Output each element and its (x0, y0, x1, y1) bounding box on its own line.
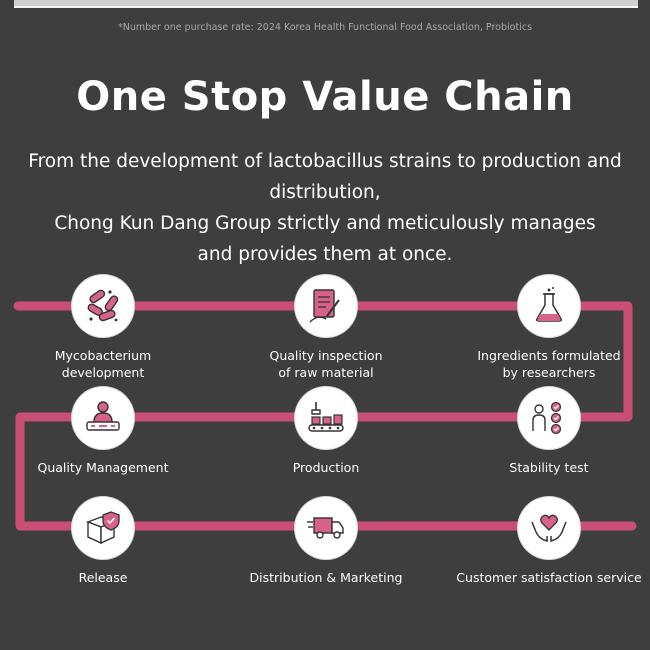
step-label-line-1: Stability test (509, 460, 589, 475)
step-label-line-2: of raw material (278, 365, 374, 380)
flask-icon (536, 287, 562, 322)
top-panel-edge (14, 0, 638, 8)
box-shield-icon (86, 511, 120, 545)
step-label-line-1: Quality Management (37, 460, 169, 475)
step-quality-inspection: Quality inspection of raw material (226, 275, 426, 381)
step-stability-test: Stability test (449, 387, 649, 476)
step-label-line-1: Mycobacterium (54, 348, 152, 363)
step-label-line-2: by researchers (502, 365, 596, 380)
step-label-line-2: development (61, 365, 145, 380)
step-label-line-1: Release (78, 570, 128, 585)
conveyor-robot-icon (308, 402, 344, 432)
step-quality-management: Quality Management (3, 387, 203, 476)
subtitle-line-1: From the development of lactobacillus st… (28, 151, 622, 203)
checklist-person-icon (532, 401, 562, 435)
page-subtitle: From the development of lactobacillus st… (0, 146, 650, 270)
step-ingredients-formulated: Ingredients formulated by researchers (449, 275, 649, 381)
step-mycobacterium-development: Mycobacterium development (3, 275, 203, 381)
step-label-line-1: Distribution & Marketing (249, 570, 403, 585)
step-label-line-1: Quality inspection (269, 348, 383, 363)
quality-person-icon (86, 401, 120, 431)
subtitle-line-3: and provides them at once. (197, 244, 453, 265)
step-label-line-1: Production (292, 460, 360, 475)
step-distribution-marketing: Distribution & Marketing (226, 497, 426, 586)
step-customer-satisfaction: Customer satisfaction service (449, 497, 649, 586)
step-production: Production (226, 387, 426, 476)
page-title: One Stop Value Chain (76, 74, 574, 120)
clipboard-inspection-icon (309, 289, 340, 323)
hands-heart-icon (531, 514, 567, 542)
step-label-line-1: Customer satisfaction service (456, 570, 642, 585)
step-label-line-1: Ingredients formulated (477, 348, 621, 363)
footnote: *Number one purchase rate: 2024 Korea He… (117, 22, 533, 33)
subtitle-line-2: Chong Kun Dang Group strictly and meticu… (54, 213, 596, 234)
delivery-truck-icon (307, 517, 344, 539)
step-release: Release (3, 497, 203, 586)
bacteria-icon (87, 289, 119, 322)
